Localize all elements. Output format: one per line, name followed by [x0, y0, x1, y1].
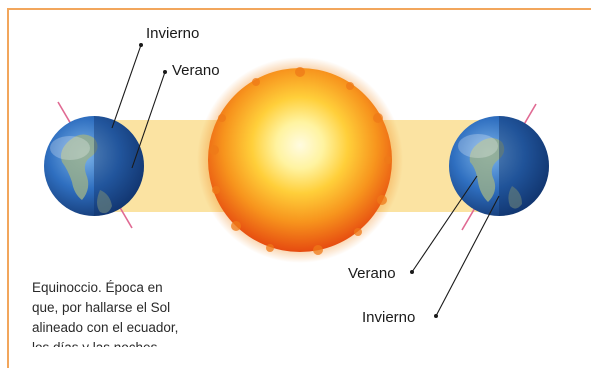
equinox-diagram [44, 43, 549, 318]
label-left-summer: Verano [172, 62, 220, 79]
leader-right-winter [435, 195, 500, 317]
label-right-winter: Invierno [362, 309, 416, 326]
caption-text: Equinoccio. Época en que, por hallarse e… [32, 278, 232, 347]
caption-line: los días y las noches [32, 338, 232, 347]
caption-line: alineado con el ecuador, [32, 320, 179, 335]
earth-right [449, 103, 549, 231]
sun [197, 57, 403, 263]
leader-left-summer [131, 71, 166, 169]
label-left-winter: Invierno [146, 25, 200, 42]
leader-right-summer [411, 175, 478, 273]
caption-line: que, por hallarse el Sol [32, 300, 171, 315]
leader-left-winter [111, 44, 142, 129]
label-right-summer: Verano [348, 265, 396, 282]
page-frame [7, 8, 591, 368]
earth-right-night [499, 116, 549, 216]
caption-line: Equinoccio. Época en [32, 280, 163, 295]
